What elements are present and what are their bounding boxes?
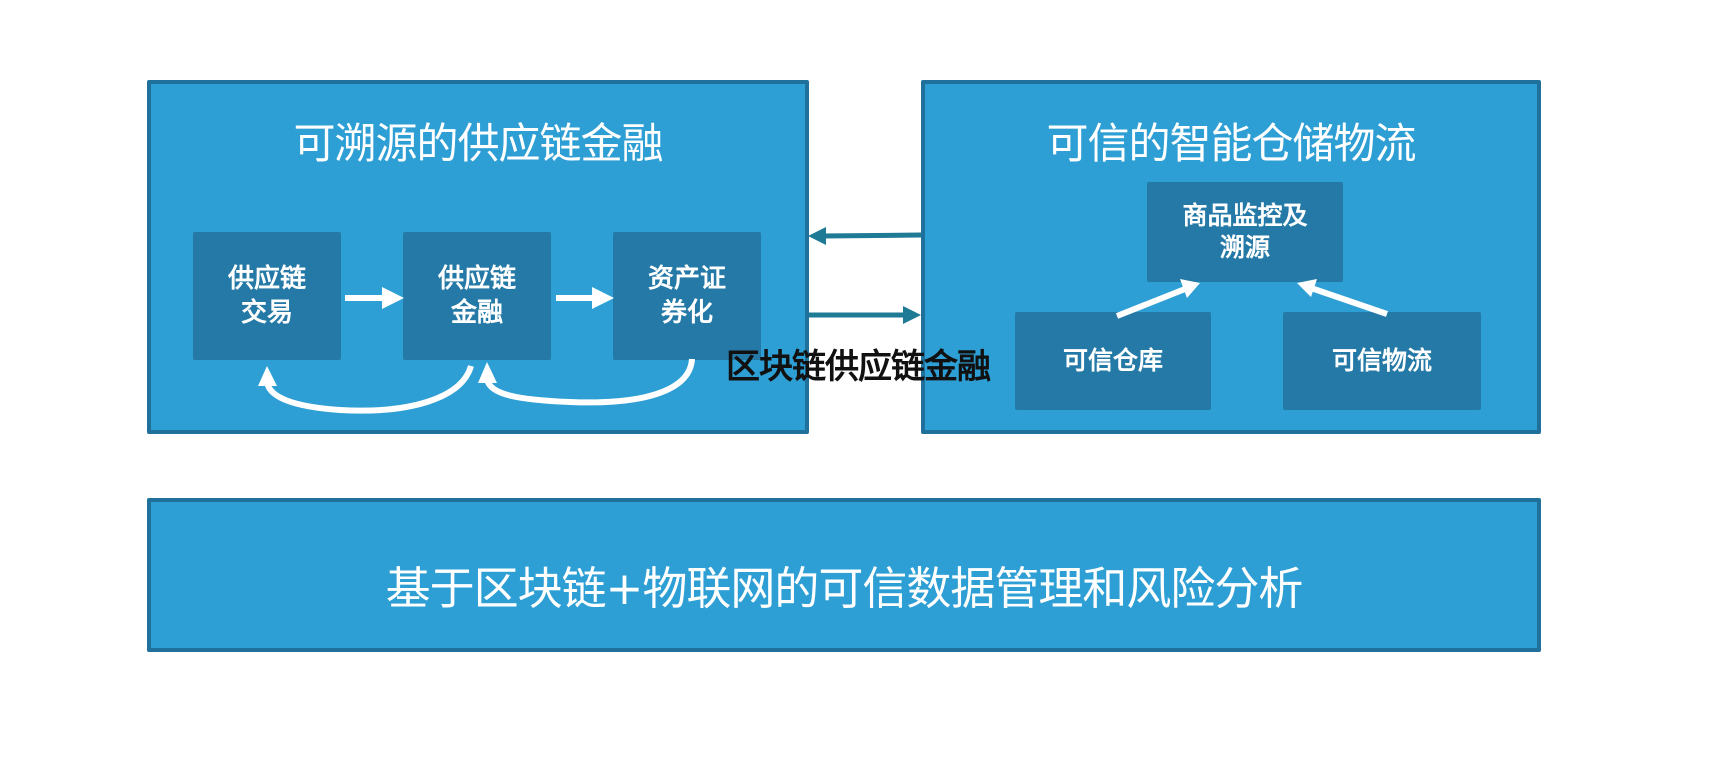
panel-title: 可溯源的供应链金融 bbox=[293, 119, 663, 168]
node-label: 可信仓库 bbox=[1062, 346, 1163, 375]
node-label-line2: 券化 bbox=[660, 298, 713, 328]
arrow-left-icon bbox=[808, 227, 922, 245]
node-trusted-warehouse: 可信仓库 bbox=[1015, 312, 1211, 410]
node-asset-securitization: 资产证 券化 bbox=[613, 232, 761, 360]
node-label-line1: 资产证 bbox=[647, 264, 726, 294]
node-label-line1: 供应链 bbox=[227, 264, 306, 294]
panel-trusted-data-management: 基于区块链+物联网的可信数据管理和风险分析 bbox=[147, 498, 1541, 652]
node-trusted-logistics: 可信物流 bbox=[1283, 312, 1481, 410]
node-label-line2: 金融 bbox=[450, 298, 503, 328]
node-label-line1: 供应链 bbox=[437, 264, 516, 294]
overlay-title: 区块链供应链金融 bbox=[726, 347, 991, 387]
node-goods-monitoring-traceability: 商品监控及 溯源 bbox=[1147, 182, 1343, 282]
node-supply-chain-trade: 供应链 交易 bbox=[193, 232, 341, 360]
node-supply-chain-finance: 供应链 金融 bbox=[403, 232, 551, 360]
arrow-right-icon bbox=[809, 306, 921, 324]
node-label-line2: 交易 bbox=[240, 298, 293, 328]
node-label-line1: 商品监控及 bbox=[1182, 201, 1308, 230]
bottom-panel-text: 基于区块链+物联网的可信数据管理和风险分析 bbox=[385, 562, 1304, 615]
node-label: 可信物流 bbox=[1331, 346, 1432, 375]
panel-title: 可信的智能仓储物流 bbox=[1046, 119, 1416, 168]
node-label-line2: 溯源 bbox=[1219, 233, 1270, 262]
